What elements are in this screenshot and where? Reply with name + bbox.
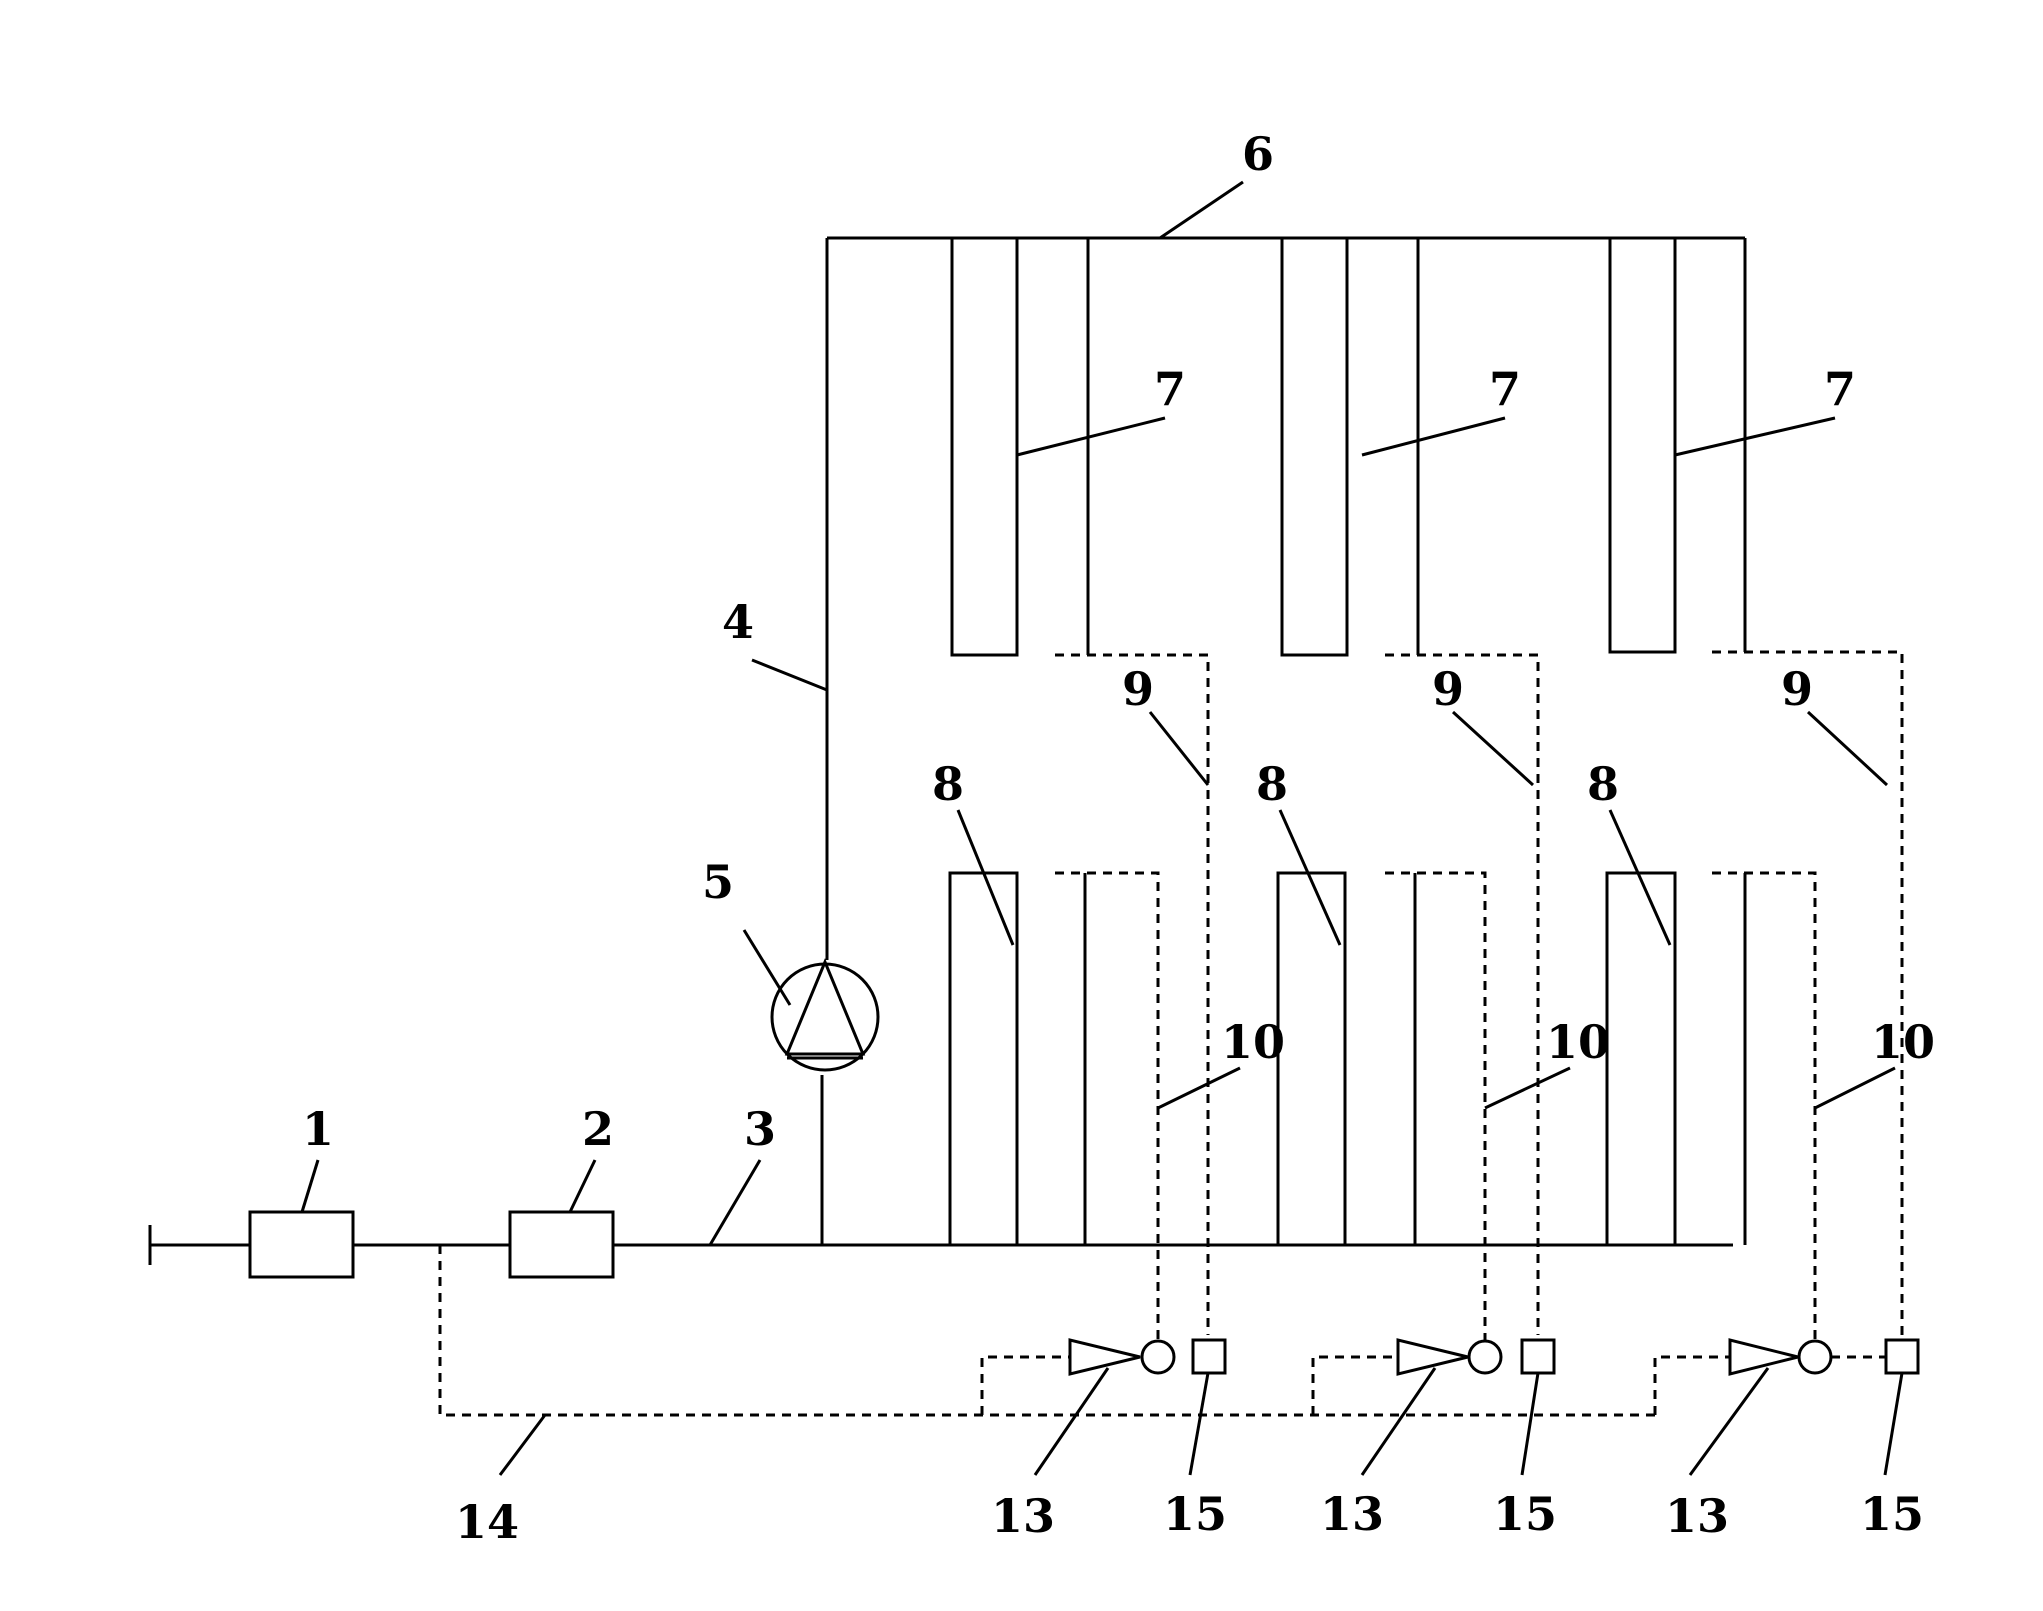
label-4: 4 [722, 595, 754, 649]
signal-line-9-c [1712, 650, 1904, 1335]
label-15-c: 15 [1860, 1487, 1924, 1541]
label-8-c: 8 [1587, 757, 1619, 811]
upper-unit-7-a [950, 238, 1090, 657]
label-13-c: 13 [1665, 1489, 1729, 1543]
component-1-box [248, 1210, 355, 1279]
lower-unit-8-c [1605, 871, 1747, 1245]
signal-line-9-a [1055, 653, 1210, 1335]
sensor-15-c [1884, 1338, 1920, 1375]
label-9-c: 9 [1781, 662, 1813, 716]
label-10-b: 10 [1546, 1015, 1610, 1069]
label-10-a: 10 [1221, 1015, 1285, 1069]
label-8-a: 8 [932, 757, 964, 811]
leader-lines [300, 180, 1904, 1476]
control-branch-c [1653, 1355, 1730, 1415]
label-13-b: 13 [1320, 1487, 1384, 1541]
label-15-b: 15 [1493, 1487, 1557, 1541]
label-10-c: 10 [1871, 1015, 1935, 1069]
signal-line-9-b [1385, 653, 1540, 1335]
lower-unit-8-a [948, 871, 1087, 1245]
label-6: 6 [1242, 127, 1274, 181]
signal-line-10-b [1385, 871, 1487, 1340]
signal-line-10-a [1055, 871, 1160, 1340]
label-13-a: 13 [991, 1489, 1055, 1543]
sensor-15-b [1520, 1338, 1556, 1375]
valve-13-a [1068, 1338, 1176, 1376]
label-2: 2 [582, 1102, 614, 1156]
sensor-15-a [1191, 1338, 1227, 1375]
label-7-b: 7 [1489, 362, 1521, 416]
label-7-a: 7 [1154, 362, 1186, 416]
label-5: 5 [702, 855, 734, 909]
label-15-a: 15 [1163, 1487, 1227, 1541]
label-3: 3 [744, 1102, 776, 1156]
upper-unit-7-c [1608, 238, 1747, 654]
label-9-b: 9 [1432, 662, 1464, 716]
lower-unit-8-b [1276, 871, 1417, 1245]
label-9-a: 9 [1122, 662, 1154, 716]
pump-5 [770, 958, 880, 1072]
upper-unit-7-b [1280, 238, 1420, 657]
label-1: 1 [302, 1102, 334, 1156]
inlet-end [148, 1225, 250, 1265]
control-line-14 [438, 1245, 1655, 1417]
valve-13-b [1396, 1338, 1503, 1376]
signal-line-10-c [1712, 871, 1817, 1340]
component-2-box [508, 1210, 615, 1279]
control-branch-a [980, 1355, 1070, 1415]
control-branch-b [1311, 1355, 1398, 1415]
valve-13-c [1728, 1338, 1833, 1376]
label-14: 14 [455, 1495, 519, 1549]
label-7-c: 7 [1824, 362, 1856, 416]
label-8-b: 8 [1256, 757, 1288, 811]
